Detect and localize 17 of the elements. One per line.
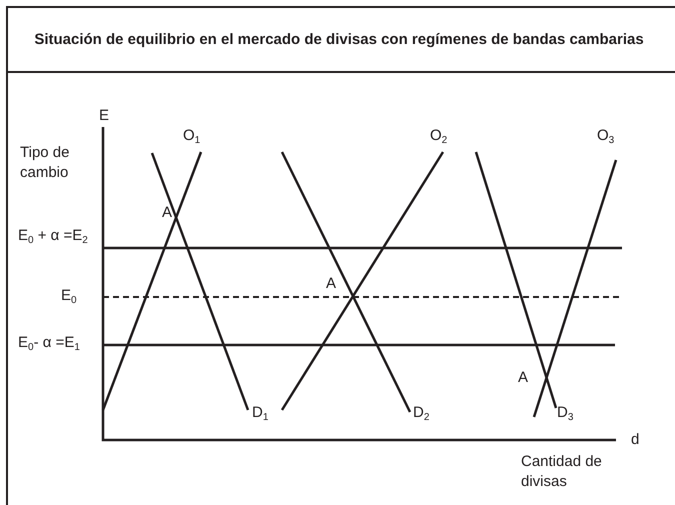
level-label: E$_{0}$- α =E$_{1}$ <box>18 333 80 353</box>
axis-title: Cantidad de divisas <box>521 452 603 492</box>
curve-label: O$_{3}$ <box>597 126 614 146</box>
title: Situación de equilibrio en el mercado de divisas con regímenes de bandas cambarias <box>33 30 645 50</box>
point-label: A <box>162 203 172 223</box>
curve-label: D$_{2}$ <box>413 403 430 423</box>
level-label: E$_{0}$ + α =E$_{2}$ <box>18 226 88 246</box>
curve-label: D$_{3}$ <box>557 403 574 423</box>
curve-label: O$_{2}$ <box>430 126 448 146</box>
level-label: E$_{0}$ <box>61 286 77 306</box>
point-label: A <box>326 274 336 294</box>
curve-label: D$_{1}$ <box>252 403 268 423</box>
axis-title: Tipo de cambio <box>20 143 70 183</box>
axis-label: E <box>99 106 110 126</box>
point-label: A <box>518 368 528 388</box>
axis-label: d <box>631 430 640 450</box>
curve-label: O$_{1}$ <box>183 126 200 146</box>
